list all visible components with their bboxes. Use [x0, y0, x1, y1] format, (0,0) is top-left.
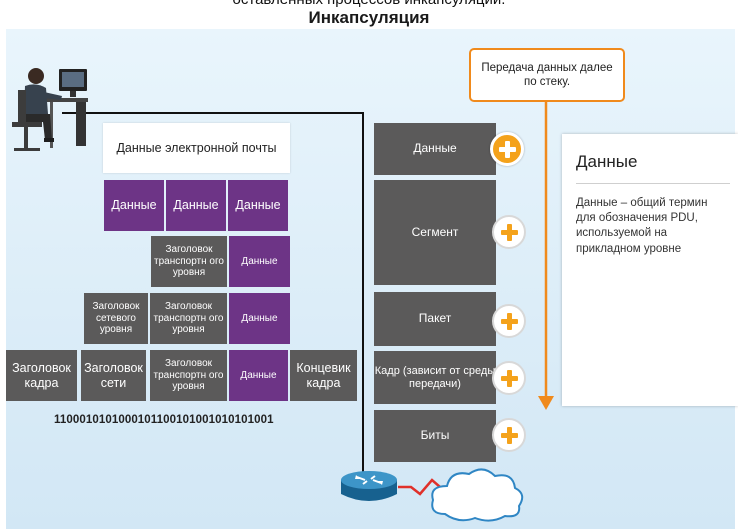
page-title: Инкапсуляция: [308, 8, 430, 27]
expand-data-button[interactable]: [490, 132, 524, 166]
frame-transport-header: Заголовок транспортн ого уровня: [150, 350, 227, 401]
packet-network-header: Заголовок сетевого уровня: [84, 293, 148, 344]
expand-packet-button[interactable]: [492, 304, 526, 338]
packet-data-block: Данные: [229, 293, 290, 344]
expand-bits-button[interactable]: [492, 418, 526, 452]
packet-transport-header: Заголовок транспортн ого уровня: [150, 293, 227, 344]
bits-string: 1100010101000101100101001010101001: [54, 414, 274, 426]
panel-body: Данные – общий термин для обозначения PD…: [576, 197, 708, 255]
layer-packet[interactable]: Пакет: [374, 292, 496, 346]
segment-transport-header: Заголовок транспортн ого уровня: [151, 236, 227, 287]
router-icon: [341, 471, 397, 501]
panel-divider: [576, 183, 730, 184]
segment-data-block-2: Данные: [166, 180, 226, 231]
layer-data[interactable]: Данные: [374, 123, 496, 175]
segment-data-block-1: Данные: [104, 180, 164, 231]
email-data-block: Данные электронной почты: [103, 123, 290, 173]
frame-data-block: Данные: [229, 350, 288, 401]
expand-segment-button[interactable]: [492, 215, 526, 249]
frame-header-block: Заголовок кадра: [6, 350, 77, 401]
expand-frame-button[interactable]: [492, 361, 526, 395]
layer-bits[interactable]: Биты: [374, 410, 496, 462]
segment-data-block: Данные: [229, 236, 290, 287]
top-cut-text: оставленных процессов инкапсуляции.: [0, 0, 738, 8]
frame-network-header: Заголовок сети: [81, 350, 146, 401]
callout-text: Передача данных далее по стеку.: [481, 61, 613, 88]
callout-box: Передача данных далее по стеку.: [469, 48, 625, 102]
panel-title: Данные: [576, 152, 638, 171]
layer-segment[interactable]: Сегмент: [374, 180, 496, 285]
frame-trailer-block: Концевик кадра: [290, 350, 357, 401]
person-at-computer-icon: [12, 68, 88, 151]
layer-frame[interactable]: Кадр (зависит от среды передачи): [374, 351, 496, 404]
info-panel: Данные Данные – общий термин для обознач…: [562, 134, 738, 406]
cloud-icon: [431, 468, 524, 522]
segment-data-block-3: Данные: [228, 180, 288, 231]
